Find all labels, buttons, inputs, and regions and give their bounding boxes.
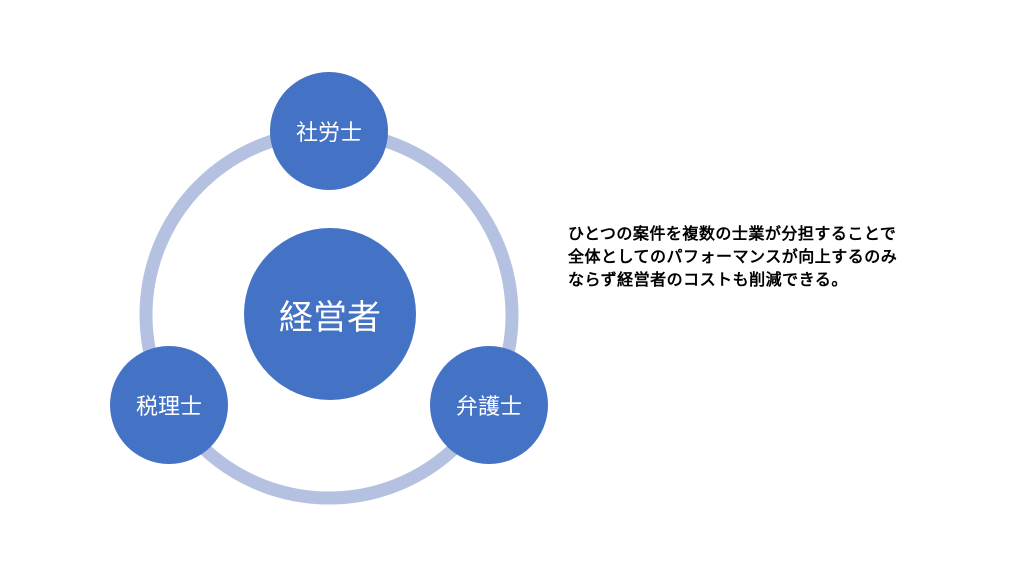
node-bengoshi: 弁護士 — [430, 346, 548, 464]
node-label-sharoushi: 社労士 — [295, 121, 362, 146]
center-node-keieisha: 経営者 — [244, 228, 416, 400]
node-zeirishi: 税理士 — [110, 346, 228, 464]
caption-line-2: 全体としてのパフォーマンスが向上するのみ — [568, 247, 898, 266]
center-node-label: 経営者 — [279, 297, 381, 338]
caption-line-1: ひとつの案件を複数の士業が分担することで — [568, 224, 897, 243]
node-label-zeirishi: 税理士 — [135, 395, 202, 420]
node-sharoushi: 社労士 — [270, 72, 388, 190]
caption-line-3: ならず経営者のコストも削減できる。 — [568, 270, 848, 289]
caption-text: ひとつの案件を複数の士業が分担することで 全体としてのパフォーマンスが向上するの… — [568, 222, 968, 291]
node-label-bengoshi: 弁護士 — [455, 395, 522, 420]
